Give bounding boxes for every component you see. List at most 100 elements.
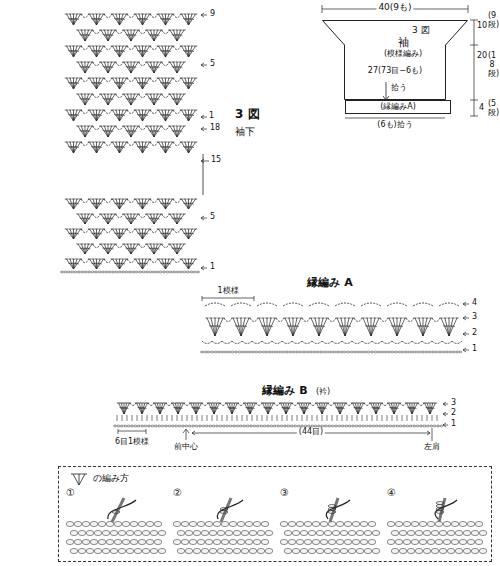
- treble-stitch: [97, 46, 101, 57]
- chain-stitch: [176, 271, 179, 273]
- stitch-top: [134, 199, 137, 200]
- stitch-top: [246, 403, 249, 404]
- chain-stitch: [168, 425, 171, 427]
- treble-stitch: [101, 126, 108, 137]
- treble-stitch: [423, 318, 431, 336]
- single-crochet: [357, 415, 358, 421]
- treble-stitch: [131, 62, 138, 73]
- stitch-bar: [145, 18, 148, 19]
- treble-stitch: [143, 259, 150, 269]
- treble-stitch: [154, 30, 161, 41]
- stitch-top: [134, 78, 137, 79]
- stitch-top: [164, 78, 167, 79]
- stitch-bar: [145, 50, 148, 51]
- stitch-bar: [156, 218, 159, 219]
- stitch-top: [194, 110, 197, 111]
- stitch-top: [175, 94, 178, 95]
- stitch-top: [213, 318, 216, 319]
- stitch-bar: [133, 248, 136, 249]
- stitch-bar: [306, 407, 309, 408]
- stitch-top: [183, 214, 186, 215]
- stitch-top: [80, 244, 83, 245]
- treble-stitch: [143, 229, 150, 239]
- chain-stitch: [114, 425, 117, 427]
- chain-stitch: [381, 351, 384, 353]
- treble-stitch: [85, 94, 92, 105]
- single-crochet: [162, 415, 163, 421]
- treble-stitch: [78, 214, 85, 224]
- stitch-top: [152, 94, 155, 95]
- treble-stitch: [241, 318, 245, 336]
- treble-stitch: [127, 30, 131, 41]
- stitch-top: [183, 110, 186, 111]
- stitch-top: [168, 244, 171, 245]
- chain-arc: [93, 126, 101, 130]
- treble-stitch: [85, 30, 92, 41]
- stitch-bar: [322, 326, 325, 327]
- treble-stitch: [265, 403, 268, 414]
- stitch-top: [114, 78, 117, 79]
- treble-stitch: [108, 214, 115, 224]
- treble-stitch: [173, 403, 179, 414]
- chain-stitch: [409, 425, 412, 427]
- chain-arc: [116, 214, 124, 218]
- treble-stitch: [139, 110, 143, 121]
- chain-stitch: [340, 351, 343, 353]
- treble-stitch: [116, 110, 120, 121]
- treble-stitch: [89, 78, 96, 89]
- arrow-head: [201, 159, 204, 163]
- treble-stitch: [97, 199, 104, 209]
- chain-arc: [262, 341, 272, 344]
- treble-stitch: [120, 46, 124, 57]
- stitch-top: [164, 259, 167, 260]
- stitch-bar: [122, 114, 125, 115]
- stitch-top: [335, 318, 338, 319]
- stitch-top: [76, 30, 79, 31]
- chain-stitch: [178, 425, 181, 427]
- stitch-top: [87, 62, 90, 63]
- chain-stitch: [98, 271, 101, 273]
- treble-stitch: [166, 14, 173, 25]
- stitch-bar: [179, 218, 182, 219]
- treble-stitch: [120, 14, 127, 25]
- stitch-top: [228, 403, 231, 404]
- stitch-top: [91, 142, 94, 143]
- treble-stitch: [247, 403, 250, 414]
- treble-stitch: [371, 318, 379, 336]
- edging-a-chart: [201, 296, 470, 353]
- treble-stitch: [89, 110, 96, 121]
- stitch-top: [287, 318, 290, 319]
- stitch-top: [76, 62, 79, 63]
- stitch-top: [283, 318, 286, 319]
- chain-arc: [362, 341, 372, 344]
- treble-stitch: [181, 46, 188, 57]
- stitch-top: [133, 30, 136, 31]
- stitch-top: [99, 30, 102, 31]
- chain-arc: [162, 126, 170, 130]
- chain-stitch: [399, 425, 402, 427]
- stitch-top: [194, 78, 197, 79]
- stitch-bar: [179, 248, 182, 249]
- chain-arc: [104, 110, 112, 114]
- stitch-top: [118, 14, 121, 15]
- treble-stitch: [158, 199, 165, 209]
- stitch-top: [98, 229, 101, 230]
- stitch-top: [187, 142, 190, 143]
- chain-stitch: [222, 425, 225, 427]
- stitch-top: [143, 403, 146, 404]
- stitch-bar: [87, 34, 90, 35]
- chain-arc: [276, 318, 284, 322]
- chain-stitch: [256, 425, 259, 427]
- stitch-top: [126, 244, 129, 245]
- chain-stitch: [406, 425, 409, 427]
- chain-stitch: [262, 351, 265, 353]
- stitch-top: [183, 94, 186, 95]
- treble-stitch: [189, 199, 196, 209]
- stitch-top: [269, 403, 272, 404]
- chain-arc: [292, 403, 298, 406]
- stitch-top: [122, 244, 125, 245]
- stitch-top: [145, 30, 148, 31]
- stitch-top: [72, 259, 75, 260]
- chain-arc: [173, 110, 181, 114]
- treble-stitch: [143, 199, 147, 209]
